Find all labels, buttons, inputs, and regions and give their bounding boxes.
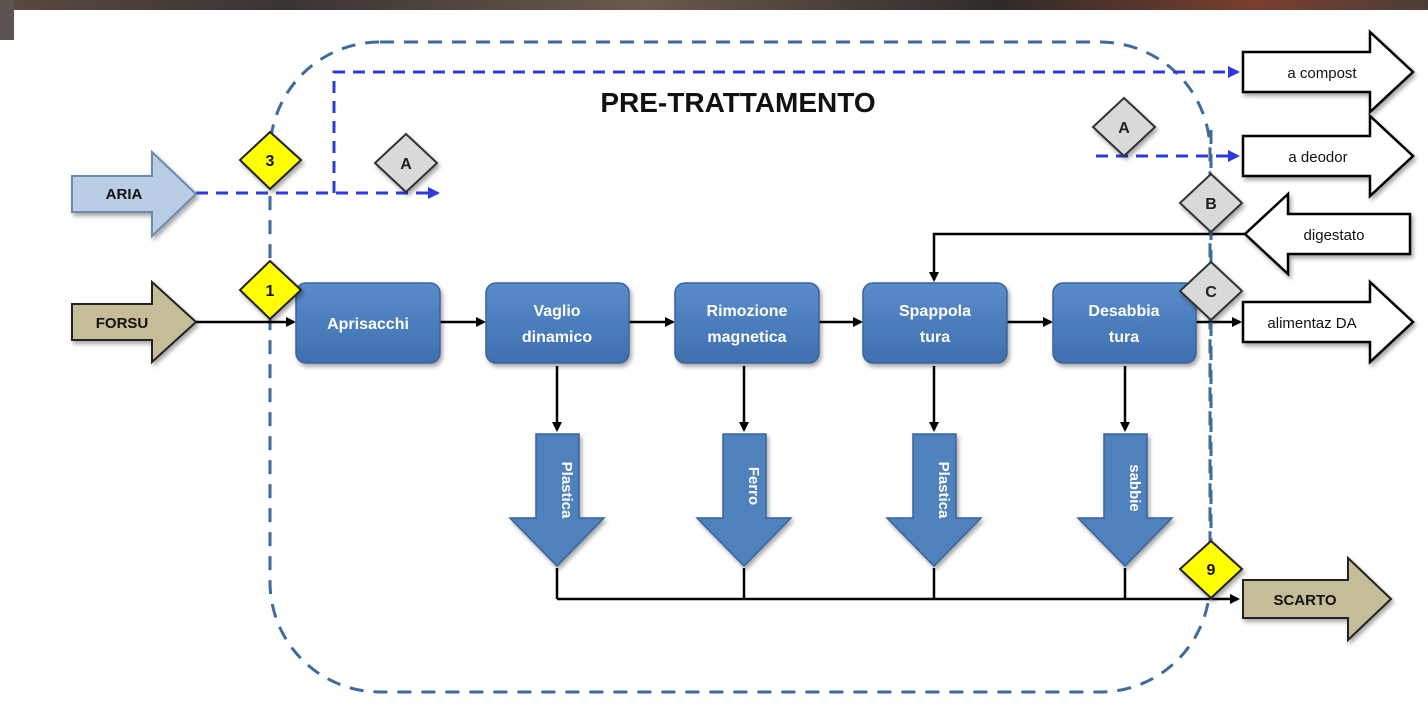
input-forsu-arrow: FORSU	[71, 279, 198, 365]
output-a-deodor-arrow: a deodor	[1241, 113, 1415, 199]
reject-label-ferro: Ferro	[745, 467, 762, 505]
marker-a-left-label: A	[400, 156, 412, 173]
marker-1-label: 1	[266, 283, 275, 300]
step-desabbiatura: Desabbia tura	[1052, 282, 1197, 364]
step-spappolatura-line1: Spappola	[899, 303, 971, 320]
step-spappolatura-line2: tura	[920, 329, 950, 346]
main-flow-connectors	[196, 232, 1245, 604]
output-scarto-arrow: SCARTO	[1242, 555, 1393, 643]
reject-arrow-sabbie: sabbie	[1076, 433, 1174, 568]
reject-label-sabbie: sabbie	[1126, 464, 1143, 512]
marker-c-label: C	[1205, 284, 1217, 301]
step-vaglio-line1: Vaglio	[533, 303, 580, 320]
air-line-compost	[332, 66, 1240, 193]
input-aria-label: ARIA	[106, 186, 143, 203]
reject-arrow-ferro: Ferro	[695, 433, 793, 568]
photo-strip-top	[0, 0, 1428, 10]
marker-gray-b: B	[1178, 172, 1244, 234]
marker-yellow-3: 3	[238, 130, 303, 191]
reject-arrow-plastica-1: Plastica	[508, 433, 606, 568]
reject-label-plastica-2: Plastica	[935, 462, 952, 519]
reject-label-plastica-1: Plastica	[558, 462, 575, 519]
step-rimozione-line1: Rimozione	[707, 303, 788, 320]
marker-gray-a-right: A	[1091, 96, 1157, 158]
step-rimozione-line2: magnetica	[707, 329, 786, 346]
marker-3-label: 3	[266, 153, 275, 170]
output-a-compost-arrow: a compost	[1241, 29, 1415, 115]
step-vaglio-dinamico: Vaglio dinamico	[485, 282, 630, 364]
photo-strip-left	[0, 0, 14, 40]
step-vaglio-line2: dinamico	[522, 329, 592, 346]
marker-yellow-1: 1	[238, 259, 303, 321]
step-desabbiatura-line2: tura	[1109, 329, 1139, 346]
pretreatment-boundary	[268, 40, 1212, 694]
marker-b-label: B	[1205, 196, 1217, 213]
diagram-title: PRE-TRATTAMENTO	[600, 87, 875, 118]
step-aprisacchi-label: Aprisacchi	[327, 316, 409, 333]
output-a-compost-label: a compost	[1287, 65, 1357, 82]
output-alimentaz-da-arrow: alimentaz DA	[1241, 279, 1415, 365]
air-lines	[196, 66, 1240, 199]
input-digestato-arrow: digestato	[1243, 191, 1412, 277]
step-aprisacchi: Aprisacchi	[295, 282, 441, 364]
reject-arrow-plastica-2: Plastica	[885, 433, 983, 568]
output-scarto-label: SCARTO	[1273, 592, 1336, 609]
input-digestato-label: digestato	[1304, 227, 1365, 244]
step-rimozione-magnetica: Rimozione magnetica	[674, 282, 820, 364]
marker-gray-c: C	[1178, 260, 1244, 322]
input-aria-arrow: ARIA	[71, 149, 198, 239]
output-a-deodor-label: a deodor	[1288, 149, 1347, 166]
step-desabbiatura-line1: Desabbia	[1088, 303, 1159, 320]
marker-gray-a-left: A	[373, 132, 439, 194]
marker-9-label: 9	[1207, 562, 1216, 579]
marker-a-right-label: A	[1118, 120, 1130, 137]
output-alimentaz-da-label: alimentaz DA	[1267, 315, 1356, 332]
marker-yellow-9: 9	[1178, 539, 1244, 600]
input-forsu-label: FORSU	[96, 315, 149, 332]
step-spappolatura: Spappola tura	[862, 282, 1008, 364]
